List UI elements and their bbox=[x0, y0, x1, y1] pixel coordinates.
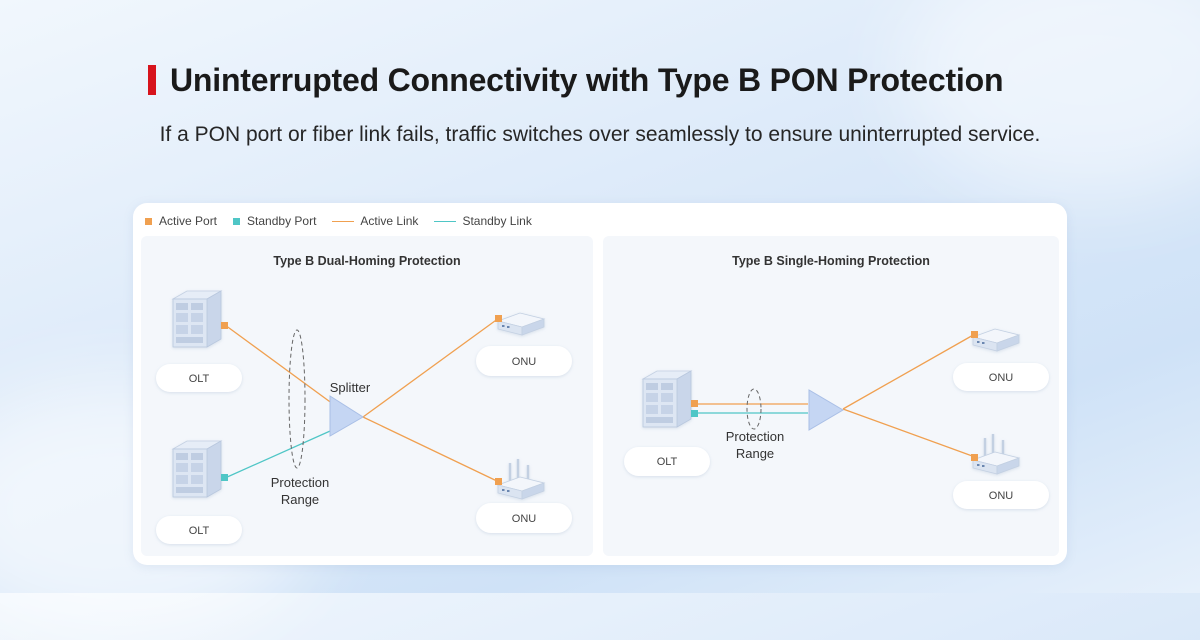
onu-bottom-label: ONU bbox=[512, 513, 537, 525]
left-active-link-onu-bottom bbox=[362, 416, 500, 483]
dual-homing-title: Type B Dual-Homing Protection bbox=[273, 254, 461, 268]
legend-active-port-label: Active Port bbox=[159, 214, 218, 228]
active-port-icon bbox=[221, 322, 228, 329]
onu-top-label: ONU bbox=[512, 356, 537, 368]
single-homing-title: Type B Single-Homing Protection bbox=[732, 254, 930, 268]
dual-homing-panel: Type B Dual-Homing Protection bbox=[141, 236, 593, 556]
single-onu-bottom-router-icon bbox=[971, 432, 1021, 476]
onu-bottom-label-pill bbox=[476, 503, 572, 533]
page-title: Uninterrupted Connectivity with Type B P… bbox=[170, 61, 1004, 98]
page-subtitle: If a PON port or fiber link fails, traff… bbox=[159, 123, 1041, 146]
legend: Active Port Standby Port Active Link Sta… bbox=[145, 213, 548, 229]
single-onu-top-port-icon bbox=[971, 331, 978, 338]
single-onu-bottom-port-icon bbox=[971, 454, 978, 461]
standby-port-icon bbox=[221, 474, 228, 481]
standby-link-swatch bbox=[434, 220, 457, 222]
standby-port-swatch bbox=[233, 217, 241, 225]
olt-top-label-pill bbox=[156, 364, 242, 392]
single-olt-label-pill bbox=[624, 447, 710, 476]
single-protection-range-label-line2: Range bbox=[736, 446, 774, 461]
legend-standby-port-label: Standby Port bbox=[247, 214, 317, 228]
left-active-link-onu-top bbox=[362, 317, 500, 418]
left-active-link-olt bbox=[224, 324, 349, 416]
legend-active-port: Active Port bbox=[145, 214, 217, 228]
right-active-link-onu-bottom bbox=[842, 408, 976, 458]
protection-range-ring bbox=[288, 329, 306, 469]
olt-single-device-icon bbox=[642, 370, 692, 428]
active-port-swatch bbox=[145, 217, 152, 225]
legend-standby-link-label: Standby Link bbox=[462, 214, 532, 228]
splitter-icon bbox=[329, 395, 364, 437]
protection-range-label-line1: Protection bbox=[271, 475, 330, 490]
olt-top-device-icon bbox=[172, 290, 222, 348]
onu-top-device-icon bbox=[497, 312, 545, 336]
legend-standby-link: Standby Link bbox=[434, 214, 532, 228]
onu-top-port-icon bbox=[495, 315, 502, 322]
legend-standby-port: Standby Port bbox=[233, 214, 316, 228]
right-active-link-onu-top bbox=[842, 333, 976, 410]
onu-bottom-router-icon bbox=[496, 457, 546, 501]
single-onu-top-device-icon bbox=[972, 328, 1020, 352]
single-protection-range-label-line1: Protection bbox=[726, 429, 785, 444]
single-protection-range-ring bbox=[746, 388, 762, 430]
protection-range-label-line2: Range bbox=[281, 492, 319, 507]
single-standby-port-icon bbox=[691, 410, 698, 417]
splitter-label: Splitter bbox=[330, 380, 371, 395]
legend-active-link-label: Active Link bbox=[360, 214, 419, 228]
single-splitter-icon bbox=[808, 389, 844, 431]
left-standby-link-olt bbox=[224, 422, 349, 479]
onu-bottom-port-icon bbox=[495, 478, 502, 485]
legend-active-link: Active Link bbox=[332, 214, 418, 228]
olt-bottom-label-pill bbox=[156, 516, 242, 544]
single-onu-bottom-label-pill bbox=[953, 481, 1049, 509]
single-active-port-icon bbox=[691, 400, 698, 407]
single-onu-bottom-label: ONU bbox=[989, 490, 1014, 502]
title-accent-bar bbox=[148, 65, 156, 95]
active-link-swatch bbox=[332, 220, 355, 222]
diagram-card: Active Port Standby Port Active Link Sta… bbox=[133, 203, 1067, 565]
onu-top-label-pill bbox=[476, 346, 572, 376]
protection-diagram: OLT OLT Splitter Protection Range ONU ON… bbox=[156, 290, 1049, 544]
olt-top-label: OLT bbox=[189, 373, 210, 385]
single-onu-top-label-pill bbox=[953, 363, 1049, 391]
single-onu-top-label: ONU bbox=[989, 372, 1014, 384]
olt-bottom-label: OLT bbox=[189, 525, 210, 537]
olt-bottom-device-icon bbox=[172, 440, 222, 498]
single-olt-label: OLT bbox=[657, 456, 678, 468]
headline: Uninterrupted Connectivity with Type B P… bbox=[148, 60, 1004, 100]
